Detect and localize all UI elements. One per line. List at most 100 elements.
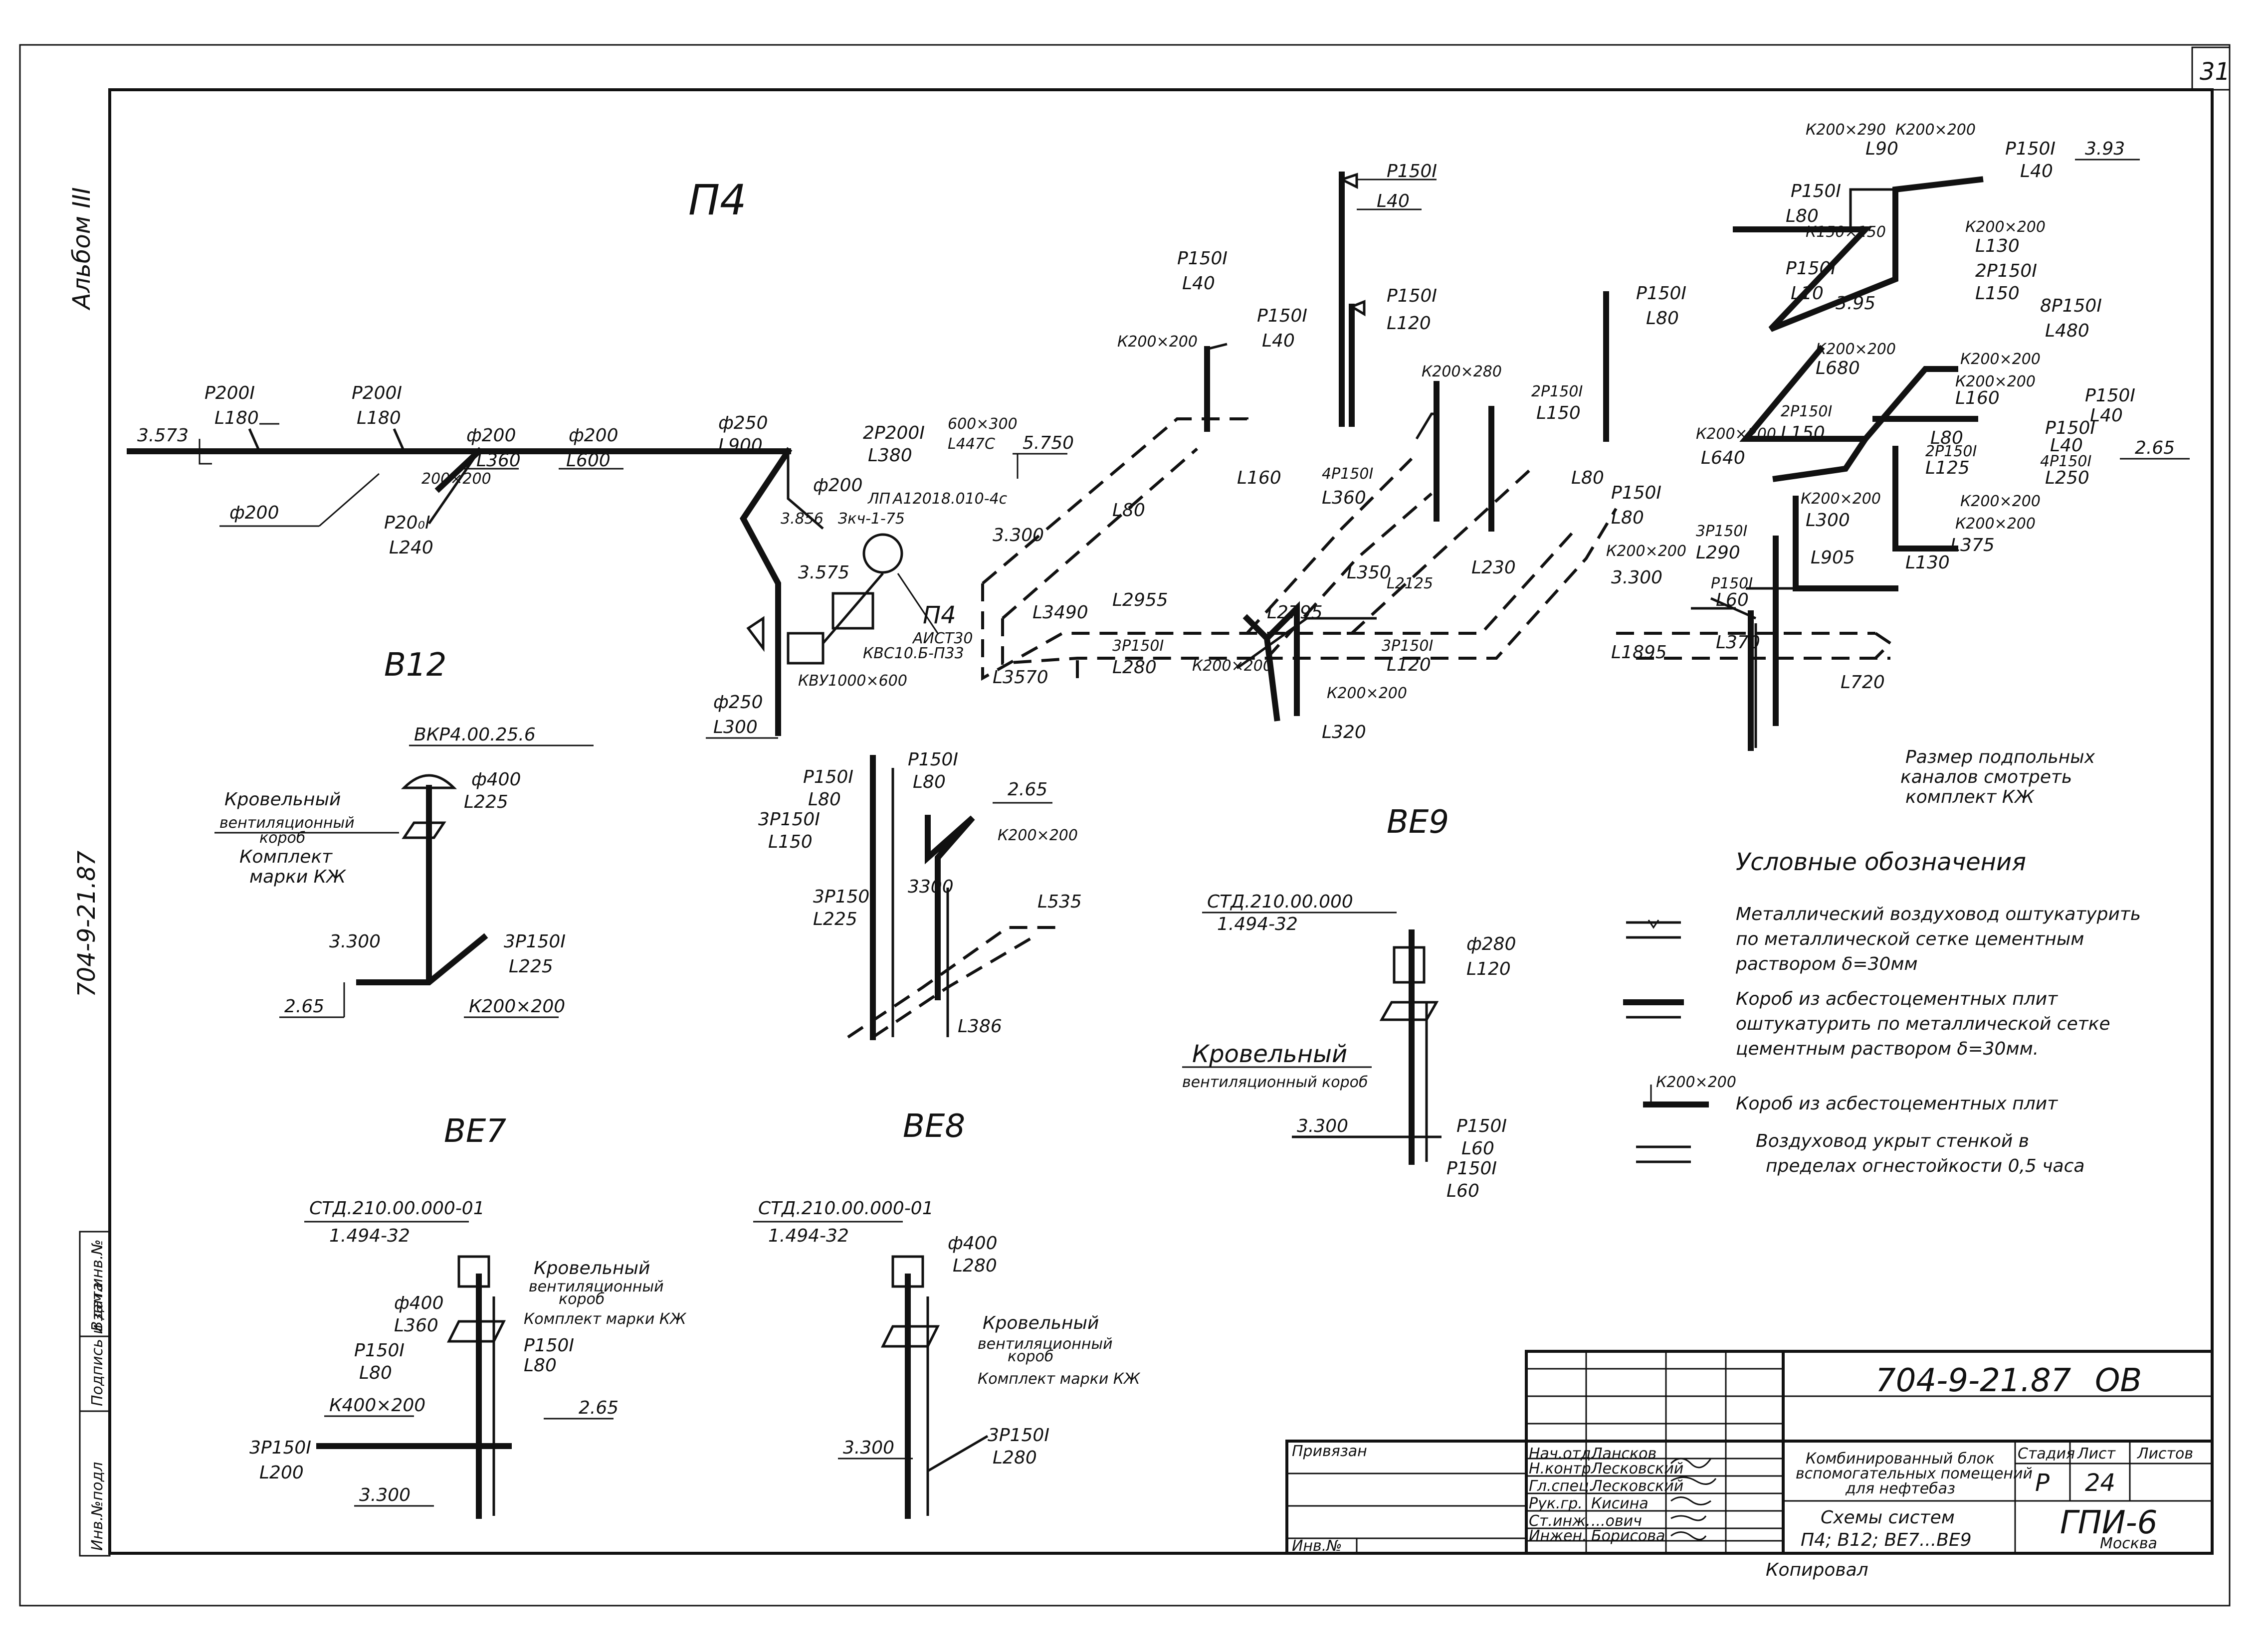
legend-1-line-3: раствором δ=30мм	[1735, 954, 1918, 974]
ve8b-grille: 3Р150I	[988, 1425, 1049, 1446]
rb-grille-5: 8Р150I	[2040, 296, 2102, 316]
v12-roof-3: короб	[259, 829, 305, 847]
rb-len-11: L640	[1701, 448, 1745, 468]
legend-2-line-1: Короб из асбестоцементных плит	[1736, 989, 2058, 1009]
ve8b-roof-1: Кровельный	[983, 1313, 1099, 1333]
ve8b-roof-3: короб	[1008, 1348, 1053, 1365]
riser-len-2: L40	[1262, 331, 1295, 351]
level-3575: 3.575	[798, 562, 849, 583]
side-field-1: Инв.№подл	[89, 1462, 106, 1551]
ve9-deflector-icon	[1393, 946, 1426, 984]
p4-dia-1: ф200	[466, 425, 516, 446]
ve8-grille-3: 3Р150I	[758, 809, 820, 830]
ve9-std: СТД.210.00.000	[1207, 892, 1353, 912]
v12-grille: 3Р150I	[504, 931, 566, 952]
ve8-len-4: L225	[813, 909, 857, 929]
system-title-ve7: ВЕ7	[444, 1113, 506, 1150]
rb-len-1: L90	[1865, 139, 1898, 159]
run-len-13: L230	[1471, 557, 1516, 578]
rb-size-7: К200×200	[1955, 373, 2036, 390]
v12-roof-1: Кровельный	[224, 789, 341, 810]
tb-name-2: Лесковский	[1591, 1460, 1683, 1477]
ve7-dia: ф400	[394, 1293, 444, 1313]
p4-heater-icon	[831, 592, 874, 630]
rb-grille-6: 2Р150I	[1781, 403, 1832, 420]
run-len-14: L80	[1571, 468, 1604, 488]
legend-1-line-2: по металлической сетке цементным	[1736, 929, 2084, 949]
riser-grille-3: Р150I	[1387, 161, 1437, 182]
outer-frame	[19, 44, 2231, 1607]
riser-grille-6: Р150I	[1636, 283, 1686, 304]
run-len-11: L320	[1322, 722, 1366, 742]
tb-object-1: Комбинированный блок	[1806, 1450, 1995, 1468]
rb-size-10: К200×200	[1960, 493, 2041, 510]
ve7-len-4: L200	[259, 1463, 304, 1483]
tb-signatures	[1670, 1458, 1717, 1540]
legend-item-1: Металлический воздуховод оштукатурить по…	[1626, 904, 2141, 974]
tb-title-2: П4; В12; ВЕ7...ВЕ9	[1801, 1530, 1972, 1550]
tb-object-2: вспомогательных помещений	[1796, 1465, 2033, 1482]
rb-len-2: L40	[2020, 161, 2053, 182]
tb-name-1: Лансков	[1591, 1445, 1656, 1463]
rb-grille-12: 3Р150I	[1696, 523, 1747, 540]
ve7-grille-3: 3Р150I	[249, 1438, 311, 1458]
tb-code: 704-9-21.87	[1875, 1362, 2071, 1399]
sheet-number-box	[2191, 46, 2231, 91]
tb-role-1: Нач.отд.	[1529, 1445, 1596, 1463]
v12-deflector-icon	[401, 774, 457, 789]
riser-len-1: L40	[1182, 273, 1215, 294]
inner-frame	[108, 88, 2214, 1555]
rb-len-12: L40	[2090, 405, 2123, 426]
ve9-len-1: L120	[1466, 959, 1511, 979]
p4-len-3: L360	[476, 450, 521, 471]
legend-4-line-2: пределах огнестойкости 0,5 часа	[1766, 1156, 2084, 1176]
rb-grille-8: 2Р150I	[1925, 443, 1977, 460]
rb-len-9: L160	[1955, 388, 2000, 408]
p4-len-4: L600	[566, 450, 611, 471]
p4-damper: А12018.010-4с	[892, 490, 1008, 508]
rb-len-17: L80	[1611, 508, 1644, 528]
rb-size-11: К200×200	[1955, 515, 2036, 533]
rb-level-4: 3.300	[1611, 567, 1662, 588]
p4-len-7: L380	[868, 445, 912, 466]
ve8-len-2: L80	[913, 772, 946, 792]
rb-len-22: L905	[1811, 548, 1855, 568]
rb-size-6: К200×200	[1960, 351, 2041, 368]
p4-filter-icon	[787, 632, 825, 665]
ve9-ref: 1.494-32	[1217, 914, 1298, 934]
p4-grille-2: Р200I	[352, 383, 402, 403]
legend-3-line-1: Короб из асбестоцементных плит	[1736, 1094, 2058, 1114]
ve8b-len-2: L280	[993, 1448, 1037, 1468]
rb-len-26: L720	[1841, 672, 1885, 693]
channel-1	[982, 417, 1248, 585]
p4-len-2: L180	[357, 408, 401, 428]
rb-size-8: К200×200	[1696, 425, 1776, 443]
p4-len-1: L180	[214, 408, 259, 428]
p4-len-6: L900	[718, 435, 763, 456]
ve9-len-3: L60	[1446, 1181, 1479, 1201]
p4-len-8: L447С	[948, 435, 995, 453]
rb-grille-2: Р150I	[1791, 181, 1841, 201]
tb-section: ОВ	[2095, 1362, 2142, 1399]
ve9-roof-1: Кровельный	[1192, 1040, 1347, 1068]
v12-level-2: 2.65	[284, 996, 324, 1017]
rb-len-20: L290	[1696, 543, 1740, 563]
rb-level-2: 3.95	[1836, 293, 1875, 314]
v12-len-1: L225	[464, 792, 508, 812]
legend-1-line-1: Металлический воздуховод оштукатурить	[1736, 904, 2141, 924]
run-len-1: L80	[1112, 500, 1145, 521]
tb-inv: Инв.№	[1292, 1537, 1342, 1555]
rb-grille-4: 2Р150I	[1975, 261, 2037, 281]
ve9-level: 3.300	[1297, 1116, 1348, 1136]
riser-grille-5: 2Р150I	[1531, 383, 1583, 400]
ve7-ref: 1.494-32	[329, 1226, 410, 1246]
run-len-3: L3490	[1032, 602, 1088, 623]
rb-len-15: L40	[2050, 435, 2083, 456]
run-len-6: L160	[1237, 468, 1281, 488]
rb-grille-3: Р150I	[1786, 258, 1836, 279]
legend-3-size: К200×200	[1656, 1074, 1736, 1091]
v12-kompl-1: Комплект	[239, 847, 333, 867]
rb-size-12: К200×200	[1606, 543, 1686, 560]
rb-grille-11: Р150I	[1611, 483, 1661, 503]
